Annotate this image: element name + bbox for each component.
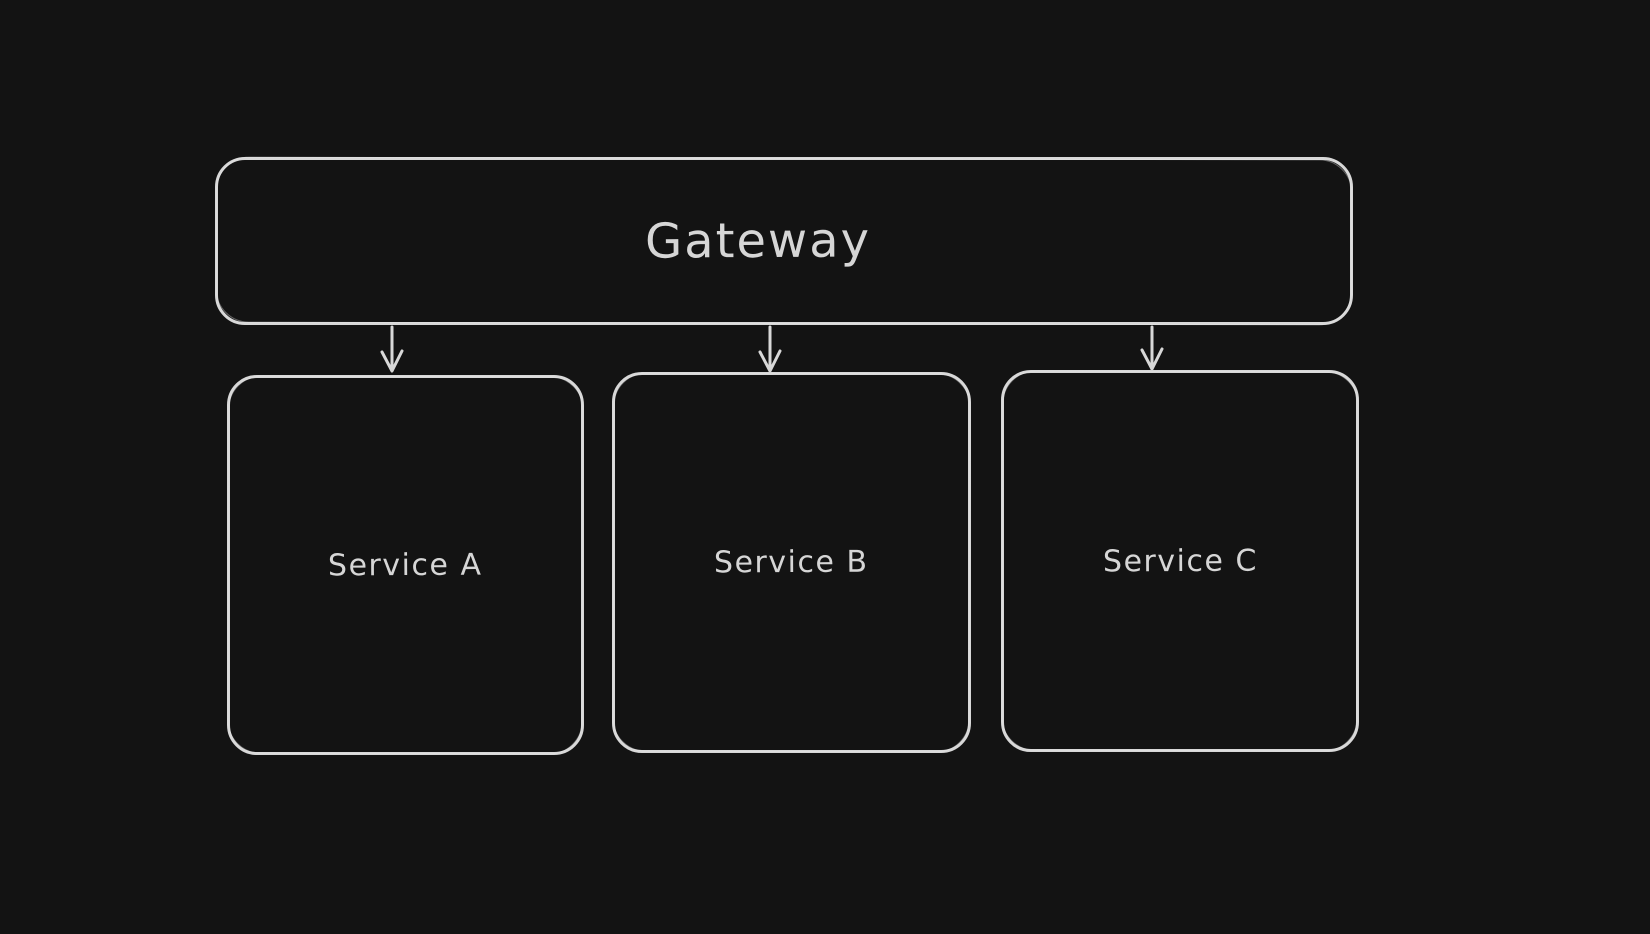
- node-gateway: Gateway: [215, 157, 1353, 325]
- node-service-b: Service B: [612, 372, 971, 753]
- node-service-a-label: Service A: [328, 547, 483, 583]
- node-service-a: Service A: [227, 375, 584, 755]
- node-service-b-label: Service B: [714, 544, 869, 581]
- node-service-c: Service C: [1001, 370, 1359, 752]
- arrow-gateway-to-service-b: [758, 325, 782, 373]
- arrow-gateway-to-service-a: [380, 325, 404, 373]
- node-gateway-label: Gateway: [644, 212, 872, 270]
- arrow-gateway-to-service-c: [1140, 325, 1164, 371]
- node-service-c-label: Service C: [1102, 543, 1258, 579]
